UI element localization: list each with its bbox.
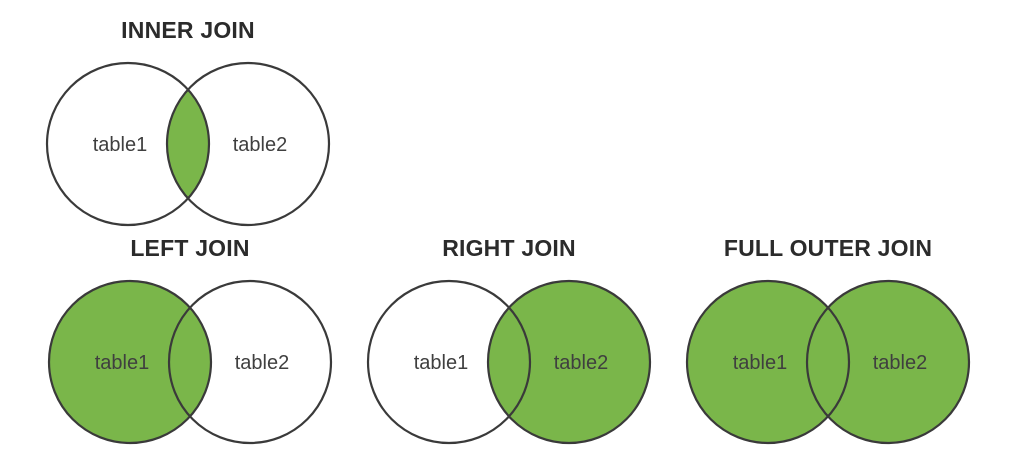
left-table-label: table1 [733,352,788,374]
left-circle-fill [368,281,530,443]
venn-inner-join: INNER JOIN table1 table2 [40,16,336,228]
left-join-title: LEFT JOIN [130,235,250,261]
inner-join-title: INNER JOIN [121,17,255,43]
venn-right-join: RIGHT JOIN table1 table2 [361,234,657,446]
left-circle-outline [685,279,851,445]
right-table-label: table2 [233,134,288,156]
venn-left-join: LEFT JOIN table1 table2 [42,234,338,446]
right-join-venn-graphic: table1 table2 [366,279,652,445]
inner-join-venn-graphic: table1 table2 [45,61,331,227]
full-outer-join-title: FULL OUTER JOIN [723,235,933,261]
full-outer-join-venn-graphic: table1 table2 [685,279,971,445]
left-table-label: table1 [95,352,150,374]
left-table-label: table1 [414,352,469,374]
left-join-venn-graphic: table1 table2 [47,279,333,445]
left-circle-outline [366,279,532,445]
right-table-label: table2 [235,352,290,374]
right-circle-fill [488,281,650,443]
right-circle-outline [805,279,971,445]
left-circle-fill [687,281,849,443]
right-circle-fill [167,63,329,225]
right-table-label: table2 [873,352,928,374]
right-circle-outline [167,279,333,445]
venn-full-outer-join: FULL OUTER JOIN table1 table2 [680,234,976,446]
right-circle-fill [807,281,969,443]
right-circle-fill [169,281,331,443]
right-circle-outline [486,279,652,445]
left-circle-outline [45,61,211,227]
left-circle-outline [47,279,213,445]
right-circle-outline [165,61,331,227]
left-table-label: table1 [93,134,148,156]
right-join-title: RIGHT JOIN [442,235,576,261]
right-table-label: table2 [554,352,609,374]
left-circle-fill [47,63,209,225]
left-circle-fill [49,281,211,443]
